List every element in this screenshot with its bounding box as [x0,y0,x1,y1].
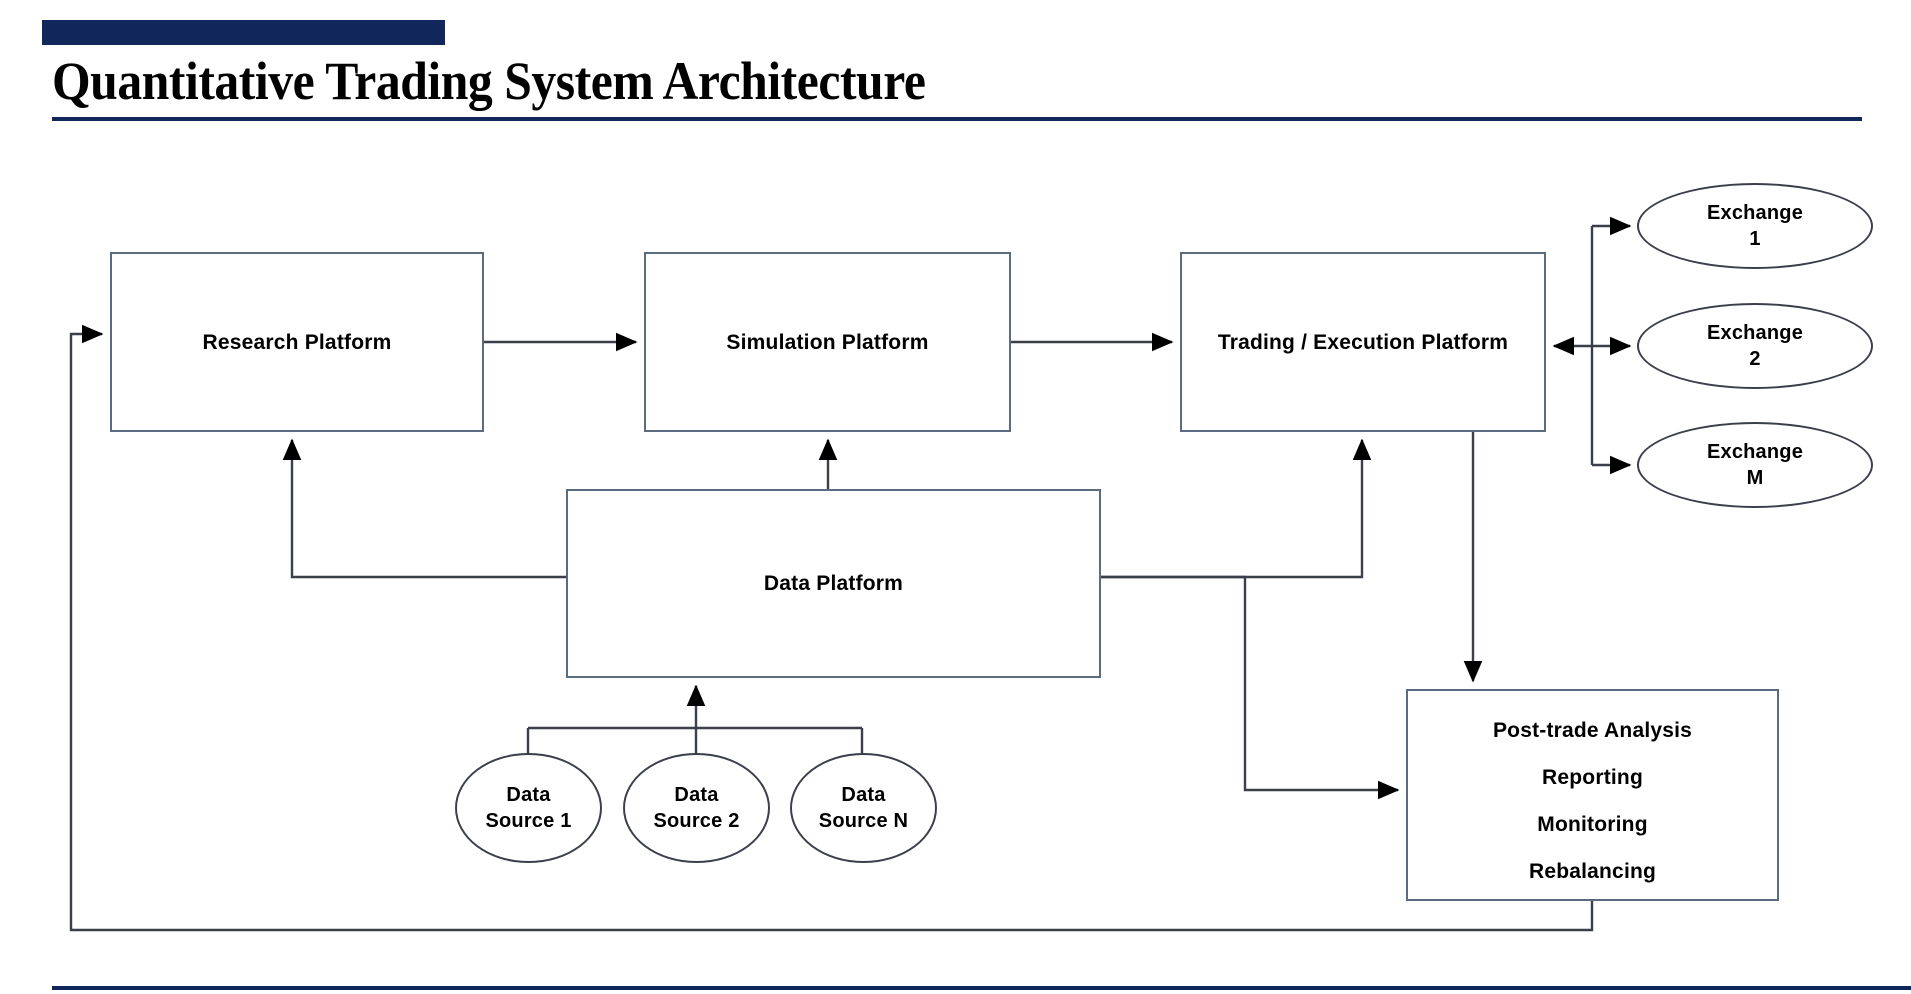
node-research-platform-label: Research Platform [202,330,392,354]
edge-dataplatform-to-research [282,438,566,579]
page-title: Quantitative Trading System Architecture [52,51,926,111]
node-exchange-1-label-line-2: 1 [1749,228,1761,250]
node-data-source-n-label-line-2: Source N [818,810,909,832]
edge-dataplatform-to-trading [1101,438,1372,579]
node-data-source-1[interactable]: Data Source 1 [455,753,602,863]
node-post-trade-analysis[interactable]: Post-trade Analysis Reporting Monitoring… [1406,689,1779,901]
title-divider-rule [52,117,1862,121]
title-accent-bar [42,20,445,45]
node-exchange-m[interactable]: Exchange M [1637,422,1873,508]
node-trading-execution-platform-label: Trading / Execution Platform [1217,330,1509,354]
node-data-platform[interactable]: Data Platform [566,489,1101,678]
node-exchange-1[interactable]: Exchange 1 [1637,183,1873,269]
node-data-source-2[interactable]: Data Source 2 [623,753,770,863]
node-simulation-platform[interactable]: Simulation Platform [644,252,1011,432]
node-data-source-1-label-line-1: Data [506,784,551,806]
node-exchange-2-label-line-2: 2 [1749,348,1761,370]
node-exchange-m-label-line-1: Exchange [1706,441,1804,463]
edge-posttrade-to-research-feedback [69,324,1594,932]
node-simulation-platform-label: Simulation Platform [726,330,929,354]
node-post-trade-line-1: Post-trade Analysis [1492,719,1693,742]
node-data-source-2-label-line-1: Data [674,784,719,806]
node-trading-execution-platform[interactable]: Trading / Execution Platform [1180,252,1546,432]
node-post-trade-line-3: Monitoring [1537,813,1648,836]
node-exchange-2-label-line-1: Exchange [1706,322,1804,344]
node-data-source-n[interactable]: Data Source N [790,753,937,863]
node-exchange-2[interactable]: Exchange 2 [1637,303,1873,389]
node-data-source-2-label-line-2: Source 2 [653,810,740,832]
node-data-platform-label: Data Platform [763,572,904,595]
node-exchange-m-label-line-2: M [1746,467,1764,489]
node-research-platform[interactable]: Research Platform [110,252,484,432]
edge-dataplatform-to-posttrade [1101,575,1400,800]
node-post-trade-line-4: Rebalancing [1528,860,1657,883]
node-exchange-1-label-line-1: Exchange [1706,202,1804,224]
footer-divider-rule [52,986,1911,990]
node-data-source-n-label-line-1: Data [841,784,886,806]
node-data-source-1-label-line-2: Source 1 [485,810,572,832]
node-post-trade-line-2: Reporting [1542,766,1643,789]
